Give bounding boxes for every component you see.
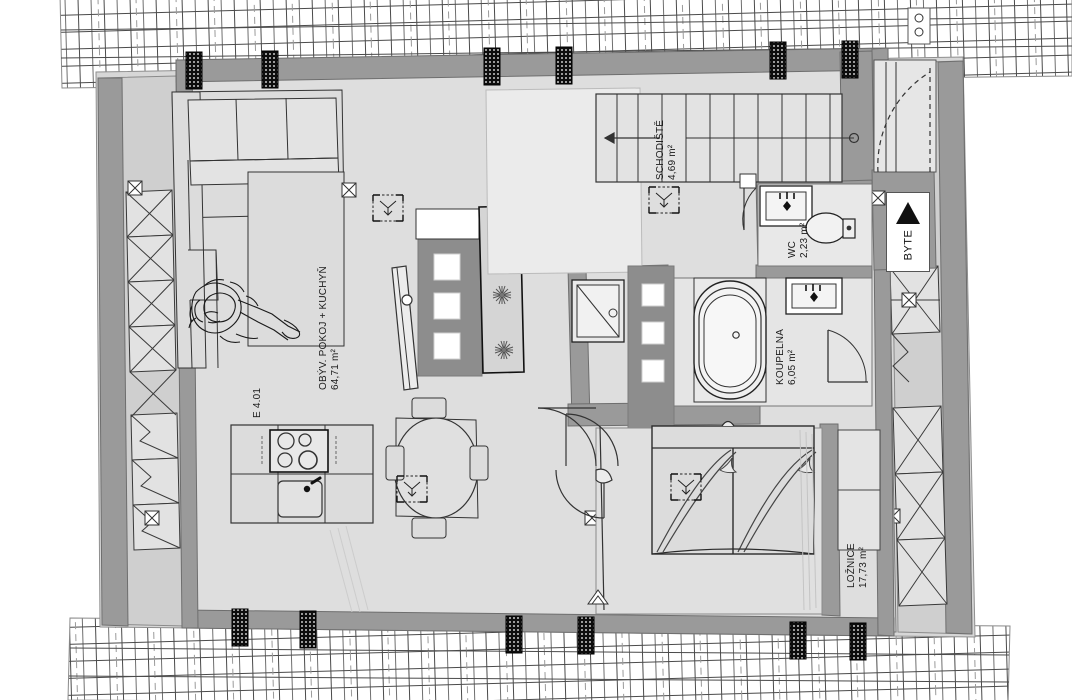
entry-door (870, 7, 937, 206)
staircase (595, 93, 860, 183)
shower-partition (571, 265, 675, 435)
orientation-marker: BYTE (886, 192, 930, 272)
bathtub (693, 277, 767, 403)
orientation-marker-label: BYTE (901, 229, 914, 261)
sliding-door-leaf (391, 265, 419, 391)
stair-direction-arrow (603, 131, 660, 145)
double-bed (651, 420, 817, 555)
bathroom-room (667, 277, 873, 407)
bathroom-washbasin (785, 277, 843, 315)
kitchen-sink (277, 476, 323, 518)
kitchen-island (415, 208, 483, 377)
person-figure (188, 279, 301, 343)
shadow-hatch (799, 429, 817, 611)
kitchen-counter (230, 424, 374, 524)
bathroom-door (827, 329, 868, 383)
cooktop (261, 429, 337, 473)
floor-shadow-left (329, 525, 369, 613)
wc-room (739, 173, 873, 267)
north-arrow-icon (896, 202, 920, 224)
terrace-right (885, 60, 973, 635)
island-stools (433, 253, 461, 360)
sectional-sofa (171, 89, 345, 369)
wc-toilet (805, 212, 856, 244)
wc-washbasin (759, 185, 813, 227)
bedroom-detail-marks (587, 589, 609, 605)
structural-columns (185, 40, 867, 661)
wardrobe (837, 429, 881, 551)
terrace-left (97, 75, 185, 627)
bedroom-room (595, 420, 823, 615)
corridor-doors (537, 407, 619, 611)
